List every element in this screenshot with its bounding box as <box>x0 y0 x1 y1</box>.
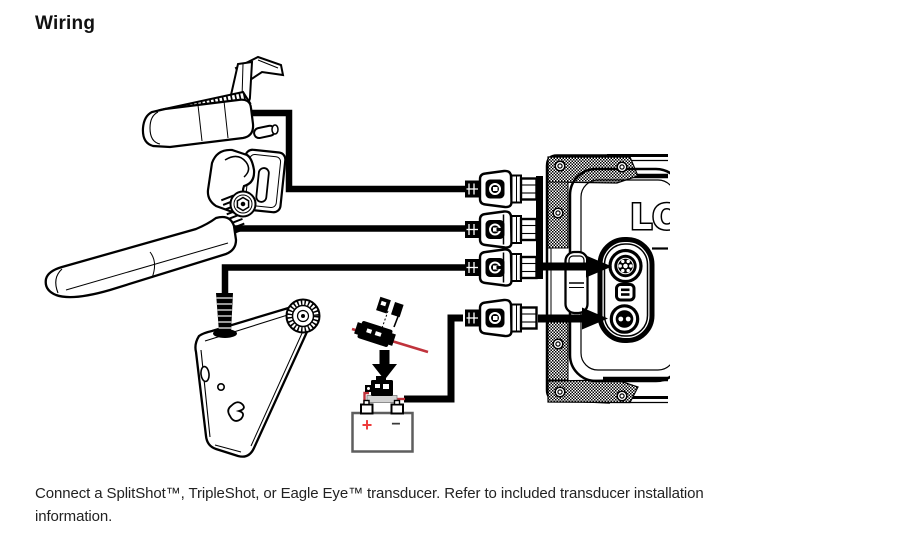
eagle-logo-icon <box>227 401 245 422</box>
tripleshot-transducer <box>44 148 287 299</box>
lowrance-logo: LO <box>630 198 683 238</box>
screw-icon <box>554 160 566 172</box>
cable-gland <box>216 293 233 332</box>
display-frame <box>545 154 670 404</box>
screw-icon <box>552 338 564 350</box>
screw-icon <box>554 386 566 398</box>
battery-positive-label: + <box>362 415 373 435</box>
sonar-port-arrow-icon <box>543 255 612 278</box>
screw-icon <box>616 161 628 173</box>
transducer-plug-1 <box>463 169 538 209</box>
battery-positive-terminal <box>360 403 374 415</box>
caption-line-2: information. <box>35 508 113 525</box>
battery-negative-terminal <box>390 403 404 415</box>
inline-fuse-installed <box>365 376 398 403</box>
power-plug <box>463 298 538 338</box>
display-unit-rear: LO <box>545 154 683 404</box>
connector-panel <box>597 237 655 343</box>
transducer-cables <box>221 109 472 403</box>
cable-power <box>404 314 463 403</box>
inline-fuse-exploded <box>354 296 404 347</box>
splitshot-transducer <box>141 55 285 149</box>
power-port <box>609 304 640 334</box>
sonar-port <box>608 248 643 284</box>
battery-body <box>351 411 414 453</box>
cable-splitshot <box>238 109 472 193</box>
eagle-eye-transducer <box>194 293 321 458</box>
power-port-arrow-icon <box>538 307 608 330</box>
fuse-platform <box>366 395 398 403</box>
screw-icon <box>552 207 564 219</box>
screw-icon <box>616 390 628 402</box>
figure-caption: Connect a SplitShot™, TripleShot, or Eag… <box>35 482 795 528</box>
down-arrow-icon <box>372 350 397 380</box>
caption-line-1: Connect a SplitShot™, TripleShot, or Eag… <box>35 485 704 502</box>
cable-eagle-eye <box>221 264 466 302</box>
battery-negative-label: − <box>391 416 400 433</box>
battery: + − <box>351 399 414 453</box>
card-slot <box>615 283 636 302</box>
page-title: Wiring <box>35 13 96 34</box>
